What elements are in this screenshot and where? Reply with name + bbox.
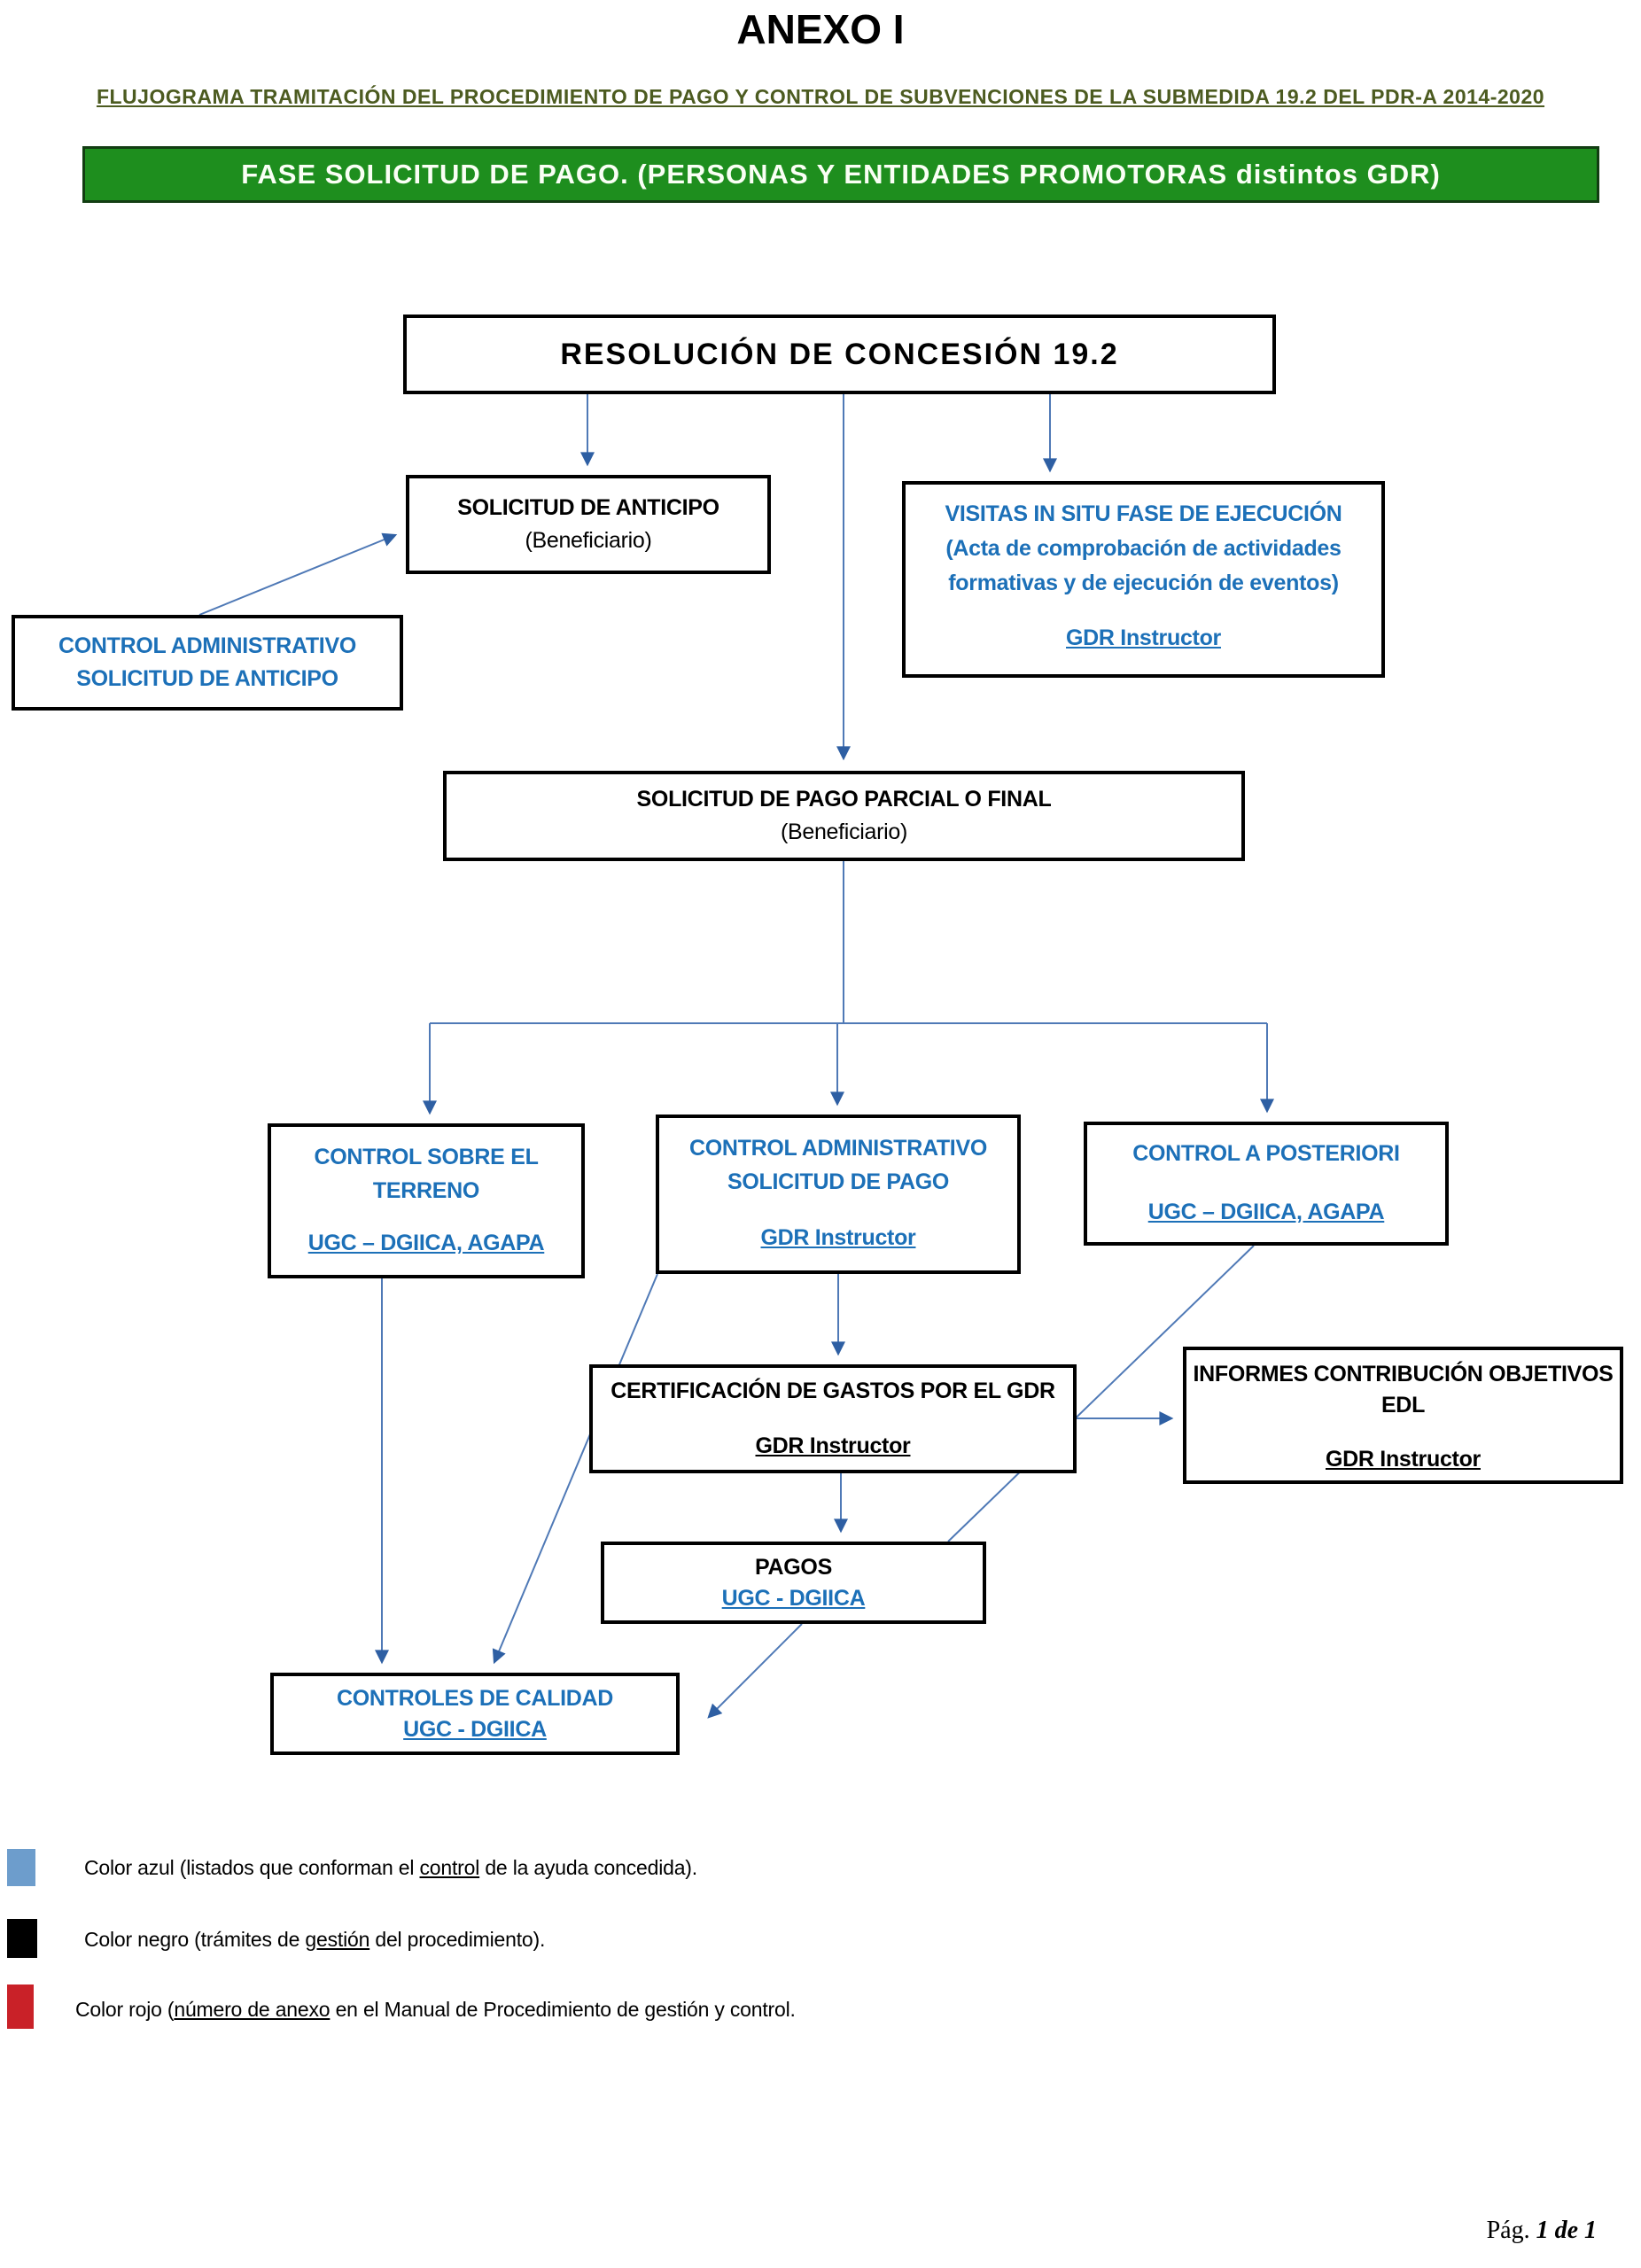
legend-text: Color rojo (: [75, 1998, 175, 2021]
page-number-value: 1 de 1: [1536, 2217, 1597, 2244]
node-label: CONTROL A POSTERIORI: [1132, 1141, 1400, 1166]
node-label: SOLICITUD DE PAGO PARCIAL O FINAL: [636, 786, 1052, 812]
node-solicitud-anticipo: SOLICITUD DE ANTICIPO (Beneficiario): [406, 475, 771, 574]
node-informes-contribucion: INFORMES CONTRIBUCIÓN OBJETIVOS EDL GDR …: [1183, 1347, 1623, 1484]
node-label: INFORMES CONTRIBUCIÓN OBJETIVOS: [1193, 1362, 1614, 1386]
legend-swatch-blue: [7, 1849, 35, 1886]
node-sublabel: (Beneficiario): [525, 528, 652, 553]
node-label: SOLICITUD DE ANTICIPO: [457, 494, 719, 520]
node-label: CONTROL ADMINISTRATIVO: [58, 633, 356, 658]
legend-text-underlined: número de anexo: [174, 1998, 331, 2021]
phase-banner-label: FASE SOLICITUD DE PAGO. (PERSONAS Y ENTI…: [241, 159, 1441, 190]
legend-swatch-black: [7, 1919, 37, 1958]
connector-control-admin-anticipo-to-solicitud-anticipo: [198, 532, 398, 616]
connector-pagos-to-controles-calidad: [707, 1623, 803, 1719]
legend-text: en el Manual de Procedimiento de gestión…: [330, 1998, 796, 2021]
node-label: TERRENO: [372, 1177, 480, 1203]
legend-text: del procedimiento).: [369, 1928, 546, 1951]
legend-swatch-red: [7, 1984, 34, 2029]
node-actor: UGC - DGIICA: [721, 1585, 866, 1611]
legend-item-negro: Color negro (trámites de gestión del pro…: [84, 1928, 545, 1952]
node-pagos: PAGOS UGC - DGIICA: [601, 1542, 986, 1624]
node-label: CERTIFICACIÓN DE GASTOS POR EL GDR: [611, 1379, 1055, 1403]
node-label: CONTROL ADMINISTRATIVO: [689, 1136, 987, 1161]
node-label: EDL: [1380, 1393, 1426, 1418]
node-label: PAGOS: [755, 1554, 832, 1580]
connector-control-posteriori-to-pagos: [947, 1245, 1255, 1542]
legend-text: Color negro (trámites de: [84, 1928, 306, 1951]
node-control-posteriori: CONTROL A POSTERIORI UGC – DGIICA, AGAPA: [1084, 1122, 1449, 1246]
node-actor: UGC - DGIICA: [403, 1716, 547, 1742]
node-label: CONTROLES DE CALIDAD: [336, 1685, 614, 1711]
node-control-admin-pago: CONTROL ADMINISTRATIVO SOLICITUD DE PAGO…: [656, 1115, 1021, 1274]
node-visitas-in-situ: VISITAS IN SITU FASE DE EJECUCIÓN (Acta …: [902, 481, 1385, 678]
node-actor: UGC – DGIICA, AGAPA: [307, 1231, 545, 1255]
node-label: VISITAS IN SITU FASE DE EJECUCIÓN: [945, 501, 1342, 526]
node-label: CONTROL SOBRE EL: [314, 1145, 539, 1169]
legend-item-azul: Color azul (listados que conforman el co…: [84, 1856, 697, 1880]
legend-text-underlined: control: [419, 1856, 480, 1879]
node-solicitud-pago: SOLICITUD DE PAGO PARCIAL O FINAL (Benef…: [443, 771, 1245, 861]
connector-control-admin-pago-to-controles-calidad: [492, 1273, 658, 1665]
node-resolucion-concesion: RESOLUCIÓN DE CONCESIÓN 19.2: [403, 315, 1276, 394]
node-actor: GDR Instructor: [1326, 1447, 1481, 1472]
node-actor: GDR Instructor: [760, 1225, 916, 1250]
phase-banner: FASE SOLICITUD DE PAGO. (PERSONAS Y ENTI…: [82, 146, 1599, 203]
node-actor: GDR Instructor: [755, 1433, 911, 1458]
node-label: (Acta de comprobación de actividades: [945, 535, 1342, 561]
node-controles-calidad: CONTROLES DE CALIDAD UGC - DGIICA: [270, 1673, 680, 1755]
node-certificacion-gastos: CERTIFICACIÓN DE GASTOS POR EL GDR GDR I…: [589, 1364, 1077, 1473]
node-control-terreno: CONTROL SOBRE EL TERRENO UGC – DGIICA, A…: [268, 1123, 585, 1278]
node-label: formativas y de ejecución de eventos): [948, 570, 1339, 595]
node-actor: GDR Instructor: [1066, 625, 1221, 651]
node-label: SOLICITUD DE PAGO: [727, 1169, 949, 1194]
page-subtitle: FLUJOGRAMA TRAMITACIÓN DEL PROCEDIMIENTO…: [96, 85, 1545, 108]
legend-item-rojo: Color rojo (número de anexo en el Manual…: [75, 1998, 796, 2022]
node-actor: UGC – DGIICA, AGAPA: [1147, 1199, 1385, 1224]
node-control-admin-anticipo: CONTROL ADMINISTRATIVO SOLICITUD DE ANTI…: [12, 615, 403, 711]
page-number: Pág. 1 de 1: [1487, 2217, 1597, 2245]
page-title: ANEXO I: [736, 6, 905, 52]
page-number-prefix: Pág.: [1486, 2217, 1536, 2244]
node-label: SOLICITUD DE ANTICIPO: [76, 666, 338, 691]
legend-text-underlined: gestión: [305, 1928, 370, 1951]
legend-text: Color azul (listados que conforman el: [84, 1856, 420, 1879]
node-sublabel: (Beneficiario): [780, 819, 908, 844]
node-label: RESOLUCIÓN DE CONCESIÓN 19.2: [560, 337, 1119, 371]
legend-text: de la ayuda concedida).: [479, 1856, 697, 1879]
